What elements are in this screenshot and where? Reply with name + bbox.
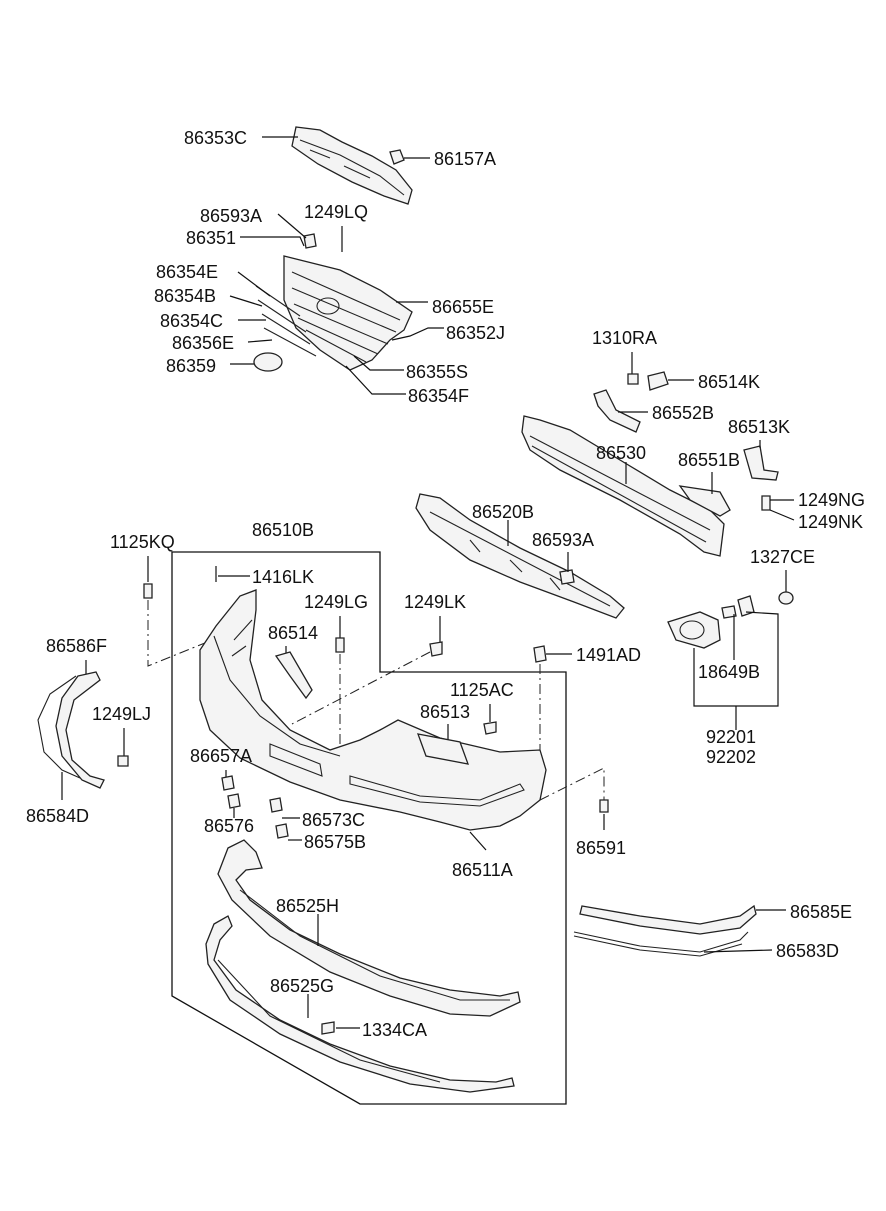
clip-part-657 xyxy=(221,775,235,791)
license-bracket-part xyxy=(416,733,470,765)
chrome-molding-part xyxy=(579,904,757,935)
radiator-grille-part xyxy=(283,255,413,371)
label-86513K: 86513K xyxy=(728,417,790,437)
label-1125AC: 1125AC xyxy=(450,680,514,700)
label-1249NG: 1249NG xyxy=(798,490,865,510)
label-86359: 86359 xyxy=(166,356,216,376)
bracket-part-right xyxy=(743,445,779,481)
label-86593A-mid: 86593A xyxy=(532,530,594,550)
clip-part-upper xyxy=(303,233,317,249)
nut-part xyxy=(627,373,639,385)
label-86355S: 86355S xyxy=(406,362,468,382)
molding-part xyxy=(263,327,317,357)
label-1310RA: 1310RA xyxy=(592,328,657,348)
label-86354B: 86354B xyxy=(154,286,216,306)
label-86525H: 86525H xyxy=(276,896,339,916)
washer-part xyxy=(778,591,794,605)
label-1249LQ: 1249LQ xyxy=(304,202,368,222)
label-86520B: 86520B xyxy=(472,502,534,522)
emblem-part xyxy=(253,352,283,372)
molding-strip-part xyxy=(573,931,749,957)
clip-part-576 xyxy=(227,793,241,809)
lower-lip-upper-part xyxy=(217,839,521,1017)
clip-part-575 xyxy=(275,823,289,839)
label-86591: 86591 xyxy=(576,838,626,858)
label-1416LK: 1416LK xyxy=(252,567,314,587)
label-86356E: 86356E xyxy=(172,333,234,353)
screw-part-ac xyxy=(483,721,497,735)
label-86511A: 86511A xyxy=(452,860,513,880)
label-18649B: 18649B xyxy=(698,662,760,682)
label-86576: 86576 xyxy=(204,816,254,836)
label-86157A: 86157A xyxy=(434,149,496,169)
label-1249LJ: 1249LJ xyxy=(92,704,151,724)
bumper-cover-part xyxy=(199,589,547,831)
bolt-part-591 xyxy=(599,799,609,813)
bumper-reinforcement-part xyxy=(521,415,725,557)
clip-part-mid xyxy=(559,569,575,585)
label-86353C: 86353C xyxy=(184,128,247,148)
bracket-part xyxy=(647,371,669,391)
clip-part-ad xyxy=(533,645,547,663)
label-86583D: 86583D xyxy=(776,941,839,961)
molding-part xyxy=(261,313,311,345)
label-86655E: 86655E xyxy=(432,297,494,317)
clip-part xyxy=(389,149,405,165)
label-86584D: 86584D xyxy=(26,806,89,826)
label-86354F: 86354F xyxy=(408,386,469,406)
label-92202: 92202 xyxy=(706,747,756,767)
label-86510B: 86510B xyxy=(252,520,314,540)
label-86525G: 86525G xyxy=(270,976,334,996)
label-1125KQ: 1125KQ xyxy=(110,532,175,552)
energy-absorber-part xyxy=(415,493,625,619)
label-86514: 86514 xyxy=(268,623,318,643)
bolt-part-lg xyxy=(335,637,345,653)
label-86513: 86513 xyxy=(420,702,470,722)
bolt-part-lk xyxy=(429,641,443,657)
bracket-part-lower xyxy=(678,485,731,517)
label-86551B: 86551B xyxy=(678,450,740,470)
side-molding-part xyxy=(55,671,105,789)
screw-part-lj xyxy=(117,755,129,767)
label-1491AD: 1491AD xyxy=(576,645,641,665)
label-86354C: 86354C xyxy=(160,311,223,331)
label-86575B: 86575B xyxy=(304,832,366,852)
grille-reinforcement-part xyxy=(291,126,413,205)
clip-part-573 xyxy=(269,797,283,813)
bolt-part xyxy=(761,495,771,511)
label-1334CA: 1334CA xyxy=(362,1020,427,1040)
bulb-part xyxy=(737,595,755,617)
label-1249NK: 1249NK xyxy=(798,512,863,532)
label-86354E: 86354E xyxy=(156,262,218,282)
side-bracket-part xyxy=(274,651,313,700)
label-86552B: 86552B xyxy=(652,403,714,423)
label-86530: 86530 xyxy=(596,443,646,463)
fog-lamp-part xyxy=(667,611,721,649)
label-1249LK: 1249LK xyxy=(404,592,466,612)
label-86573C: 86573C xyxy=(302,810,365,830)
label-86352J: 86352J xyxy=(446,323,505,343)
assembly-frame xyxy=(171,551,567,1105)
label-86586F: 86586F xyxy=(46,636,107,656)
socket-part xyxy=(721,605,737,619)
label-92201: 92201 xyxy=(706,727,756,747)
label-86351: 86351 xyxy=(186,228,236,248)
label-86657A: 86657A xyxy=(190,746,252,766)
label-86585E: 86585E xyxy=(790,902,852,922)
stay-part xyxy=(593,389,641,433)
label-1249LG: 1249LG xyxy=(304,592,368,612)
label-1327CE: 1327CE xyxy=(750,547,815,567)
label-86514K: 86514K xyxy=(698,372,760,392)
bolt-part-left xyxy=(143,583,153,599)
clip-part-1334 xyxy=(321,1021,335,1035)
lower-lip-lower-part xyxy=(205,915,515,1093)
molding-part xyxy=(257,299,307,333)
label-86593A-top: 86593A xyxy=(200,206,262,226)
side-molding-strip xyxy=(37,675,81,779)
